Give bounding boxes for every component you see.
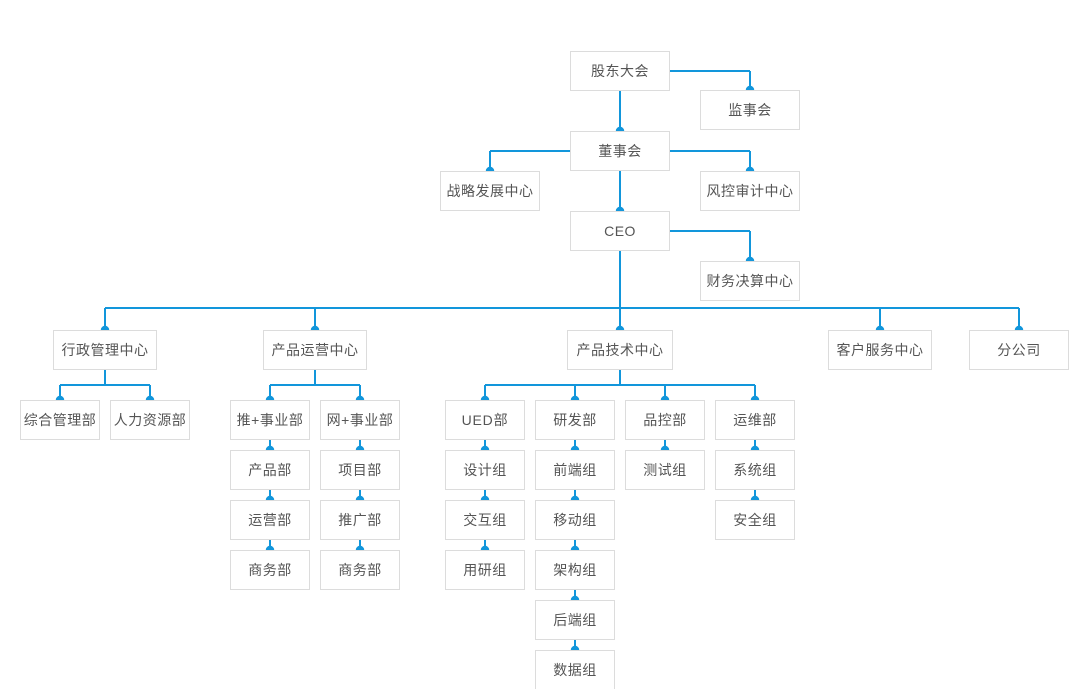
org-node-label: 行政管理中心 — [61, 342, 149, 358]
org-node-label: 分公司 — [997, 342, 1041, 358]
org-node-label: 网+事业部 — [326, 412, 394, 428]
org-node-label: 后端组 — [553, 612, 597, 628]
org-node-supervisors[interactable]: 监事会 — [700, 90, 800, 130]
org-node-security_group[interactable]: 安全组 — [715, 500, 795, 540]
org-node-branch[interactable]: 分公司 — [969, 330, 1069, 370]
org-node-board[interactable]: 董事会 — [570, 131, 670, 171]
org-node-label: 系统组 — [733, 462, 777, 478]
org-node-product_dept[interactable]: 产品部 — [230, 450, 310, 490]
org-node-promo_dept[interactable]: 推广部 — [320, 500, 400, 540]
org-node-qa[interactable]: 品控部 — [625, 400, 705, 440]
org-node-frontend_group[interactable]: 前端组 — [535, 450, 615, 490]
org-node-label: 风控审计中心 — [706, 183, 794, 199]
org-node-label: 品控部 — [643, 412, 687, 428]
org-node-label: 项目部 — [338, 462, 382, 478]
org-node-arch_group[interactable]: 架构组 — [535, 550, 615, 590]
org-node-research_group[interactable]: 用研组 — [445, 550, 525, 590]
org-node-ued[interactable]: UED部 — [445, 400, 525, 440]
org-node-label: 产品技术中心 — [576, 342, 664, 358]
org-node-biz_dept_2[interactable]: 商务部 — [320, 550, 400, 590]
org-node-ops_dept[interactable]: 运营部 — [230, 500, 310, 540]
org-node-label: 数据组 — [553, 662, 597, 678]
org-node-riskaudit[interactable]: 风控审计中心 — [700, 171, 800, 211]
org-node-biz_dept_1[interactable]: 商务部 — [230, 550, 310, 590]
org-node-label: 董事会 — [598, 143, 642, 159]
org-node-finance[interactable]: 财务决算中心 — [700, 261, 800, 301]
org-node-wang_division[interactable]: 网+事业部 — [320, 400, 400, 440]
org-node-label: 人力资源部 — [113, 412, 187, 428]
org-node-label: 商务部 — [248, 562, 292, 578]
org-node-label: 交互组 — [463, 512, 507, 528]
org-node-label: CEO — [604, 223, 636, 239]
org-node-label: 股东大会 — [591, 63, 649, 79]
org-node-ceo[interactable]: CEO — [570, 211, 670, 251]
org-node-label: 安全组 — [733, 512, 777, 528]
org-node-hr[interactable]: 人力资源部 — [110, 400, 190, 440]
org-node-label: 移动组 — [553, 512, 597, 528]
org-node-label: 测试组 — [643, 462, 687, 478]
org-node-label: 财务决算中心 — [706, 273, 794, 289]
org-node-project_dept[interactable]: 项目部 — [320, 450, 400, 490]
org-node-label: 研发部 — [553, 412, 597, 428]
org-node-label: 商务部 — [338, 562, 382, 578]
org-node-label: 设计组 — [463, 462, 507, 478]
org-node-label: UED部 — [461, 412, 509, 428]
org-node-prodops[interactable]: 产品运营中心 — [263, 330, 367, 370]
org-node-label: 推+事业部 — [236, 412, 304, 428]
org-node-interact_group[interactable]: 交互组 — [445, 500, 525, 540]
org-node-label: 前端组 — [553, 462, 597, 478]
org-node-backend_group[interactable]: 后端组 — [535, 600, 615, 640]
org-node-strategy[interactable]: 战略发展中心 — [440, 171, 540, 211]
org-node-label: 监事会 — [728, 102, 772, 118]
org-node-label: 用研组 — [463, 562, 507, 578]
org-node-label: 运维部 — [733, 412, 777, 428]
org-node-label: 运营部 — [248, 512, 292, 528]
org-node-tui_division[interactable]: 推+事业部 — [230, 400, 310, 440]
org-node-rnd[interactable]: 研发部 — [535, 400, 615, 440]
org-node-label: 推广部 — [338, 512, 382, 528]
org-node-general_mgmt[interactable]: 综合管理部 — [20, 400, 100, 440]
org-node-data_group[interactable]: 数据组 — [535, 650, 615, 689]
org-node-devops[interactable]: 运维部 — [715, 400, 795, 440]
org-node-label: 客户服务中心 — [836, 342, 924, 358]
org-node-system_group[interactable]: 系统组 — [715, 450, 795, 490]
org-node-label: 架构组 — [553, 562, 597, 578]
org-node-label: 战略发展中心 — [446, 183, 534, 199]
org-node-custservice[interactable]: 客户服务中心 — [828, 330, 932, 370]
org-node-label: 产品运营中心 — [271, 342, 359, 358]
org-node-shareholders[interactable]: 股东大会 — [570, 51, 670, 91]
org-node-prodtech[interactable]: 产品技术中心 — [567, 330, 673, 370]
org-node-test_group[interactable]: 测试组 — [625, 450, 705, 490]
org-node-admin[interactable]: 行政管理中心 — [53, 330, 157, 370]
org-node-mobile_group[interactable]: 移动组 — [535, 500, 615, 540]
org-node-label: 产品部 — [248, 462, 292, 478]
org-node-design_group[interactable]: 设计组 — [445, 450, 525, 490]
org-node-label: 综合管理部 — [23, 412, 97, 428]
